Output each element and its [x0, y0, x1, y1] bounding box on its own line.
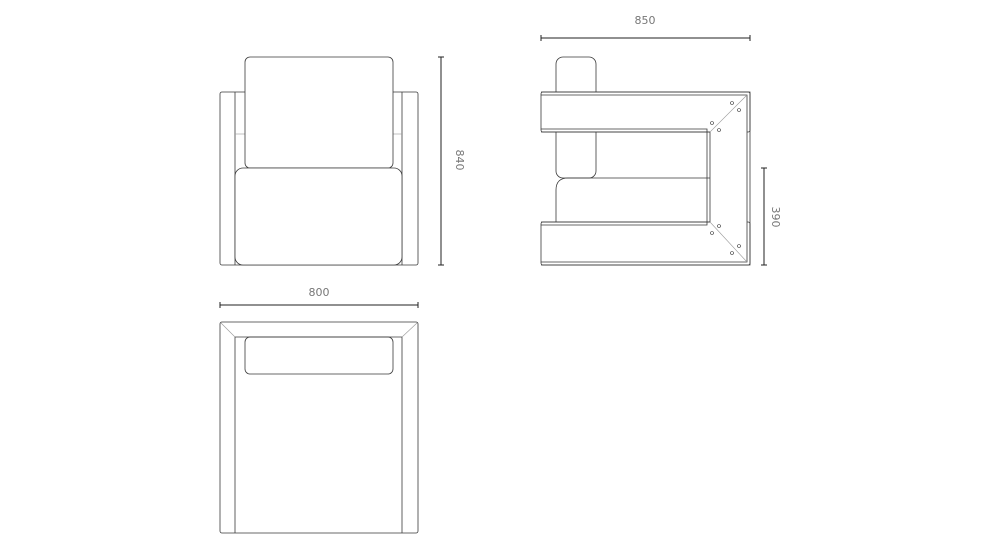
miter-line — [709, 94, 748, 133]
side-opening-inner — [541, 128, 708, 226]
side-seat — [555, 177, 710, 222]
side-opening — [541, 131, 711, 223]
width-label: 800 — [309, 286, 330, 299]
top-frame — [219, 321, 419, 534]
front-view: 840 — [219, 56, 466, 266]
depth-label: 850 — [635, 14, 656, 27]
rear-post-fill — [710, 95, 747, 262]
miter-line — [401, 322, 418, 338]
side-view: 850 390 — [540, 14, 782, 266]
seat-cushion — [234, 167, 403, 266]
fixing-dots — [710, 101, 741, 255]
miter-line — [709, 221, 748, 263]
top-view: 800 — [219, 286, 419, 534]
height-label: 840 — [453, 150, 466, 171]
seat-height-label: 390 — [769, 207, 782, 228]
back-cushion — [244, 56, 394, 169]
top-back-cushion — [244, 336, 394, 375]
side-outline — [541, 91, 751, 266]
side-inner-outline — [541, 94, 748, 263]
miter-line — [220, 322, 236, 338]
